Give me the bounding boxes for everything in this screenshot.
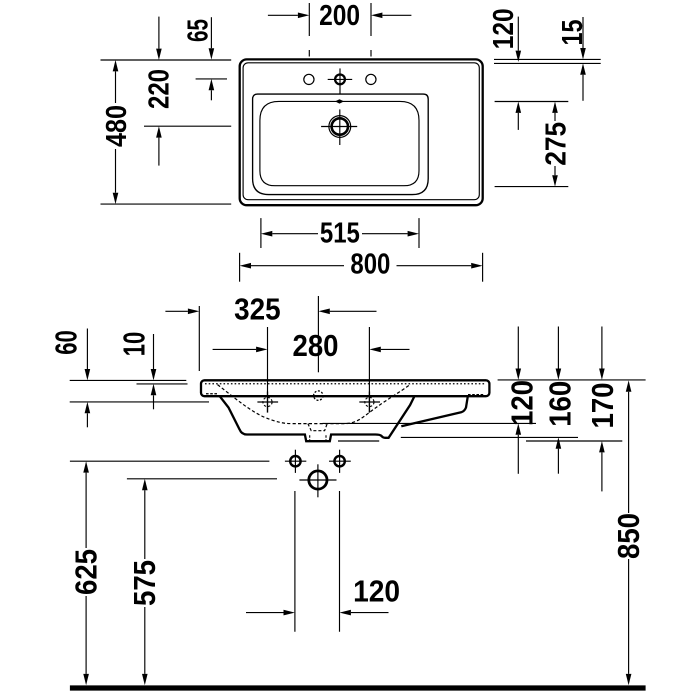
svg-text:325: 325 xyxy=(234,293,281,327)
svg-text:10: 10 xyxy=(117,332,151,357)
svg-text:15: 15 xyxy=(557,20,589,46)
svg-text:220: 220 xyxy=(143,69,175,109)
svg-text:60: 60 xyxy=(50,330,84,355)
svg-text:120: 120 xyxy=(353,575,400,609)
svg-text:160: 160 xyxy=(543,381,577,427)
svg-text:65: 65 xyxy=(182,19,214,42)
svg-text:575: 575 xyxy=(128,560,162,606)
svg-text:120: 120 xyxy=(505,380,539,426)
svg-text:170: 170 xyxy=(586,383,620,429)
svg-text:480: 480 xyxy=(101,105,133,147)
svg-text:200: 200 xyxy=(319,0,360,32)
svg-text:275: 275 xyxy=(541,122,573,166)
svg-text:800: 800 xyxy=(350,249,390,281)
svg-text:120: 120 xyxy=(488,8,520,49)
svg-text:515: 515 xyxy=(320,218,360,250)
svg-text:280: 280 xyxy=(293,329,339,363)
svg-text:850: 850 xyxy=(612,513,646,559)
svg-text:625: 625 xyxy=(70,549,104,595)
